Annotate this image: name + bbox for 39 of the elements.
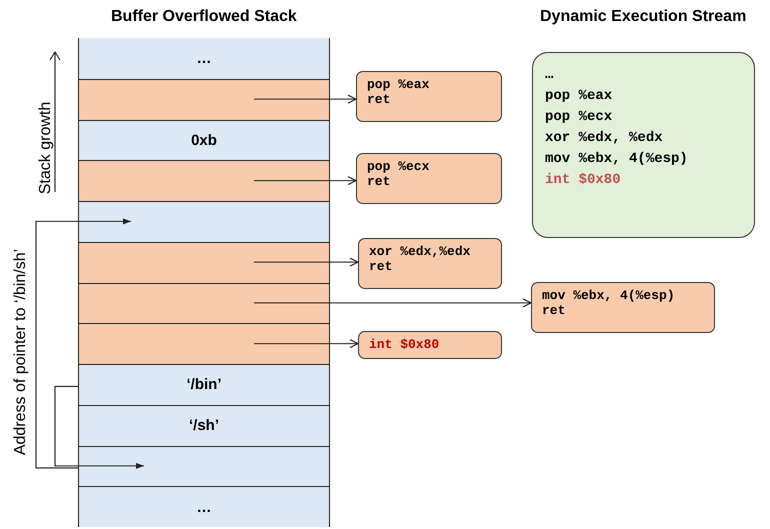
- stack-slot: [79, 282, 329, 324]
- code-line: int $0x80: [369, 337, 440, 352]
- execution-stream-box: [532, 52, 755, 238]
- stack-slot: [79, 160, 329, 201]
- stream-heading: Dynamic Execution Stream: [540, 8, 746, 26]
- code-line: int $0x80: [545, 171, 622, 190]
- gadget-box: [531, 282, 715, 333]
- code-line: mov %ebx, 4(%esp): [545, 150, 689, 169]
- pointer-label: Address of pointer to ‘/bin/sh’: [12, 248, 30, 456]
- gadget-box: [356, 153, 502, 204]
- arrow: [254, 176, 357, 186]
- code-line: pop %ecx: [367, 159, 430, 174]
- stack-slot: …: [79, 486, 329, 527]
- arrow: [254, 258, 359, 267]
- stack-slot: [79, 242, 329, 282]
- code-line: …: [545, 66, 554, 85]
- gadget-box: [356, 71, 502, 122]
- code-line: pop %ecx: [545, 108, 614, 127]
- code-line: ret: [542, 303, 566, 318]
- code-line: xor %edx, %edx: [545, 129, 664, 148]
- code-line: pop %eax: [367, 77, 430, 92]
- stack-slot: [79, 323, 329, 364]
- pointer-arrow: [35, 218, 131, 468]
- axis-label: Stack growth: [37, 102, 56, 194]
- pointer-arrow: [54, 386, 144, 469]
- gadget-box: [358, 238, 502, 289]
- code-line: pop %eax: [545, 87, 614, 106]
- stack-slot: [79, 78, 329, 120]
- code-line: ret: [369, 259, 394, 274]
- arrow: [254, 94, 357, 104]
- arrow: [254, 339, 359, 348]
- gadget-box: [358, 331, 502, 359]
- stack-column: [78, 38, 330, 527]
- code-line: ret: [367, 92, 392, 107]
- code-line: xor %edx,%edx: [369, 244, 472, 259]
- arrow: [254, 298, 532, 308]
- stack-heading: Buffer Overflowed Stack: [111, 8, 297, 26]
- code-line: ret: [367, 174, 392, 189]
- code-line: mov %ebx, 4(%esp): [542, 288, 676, 303]
